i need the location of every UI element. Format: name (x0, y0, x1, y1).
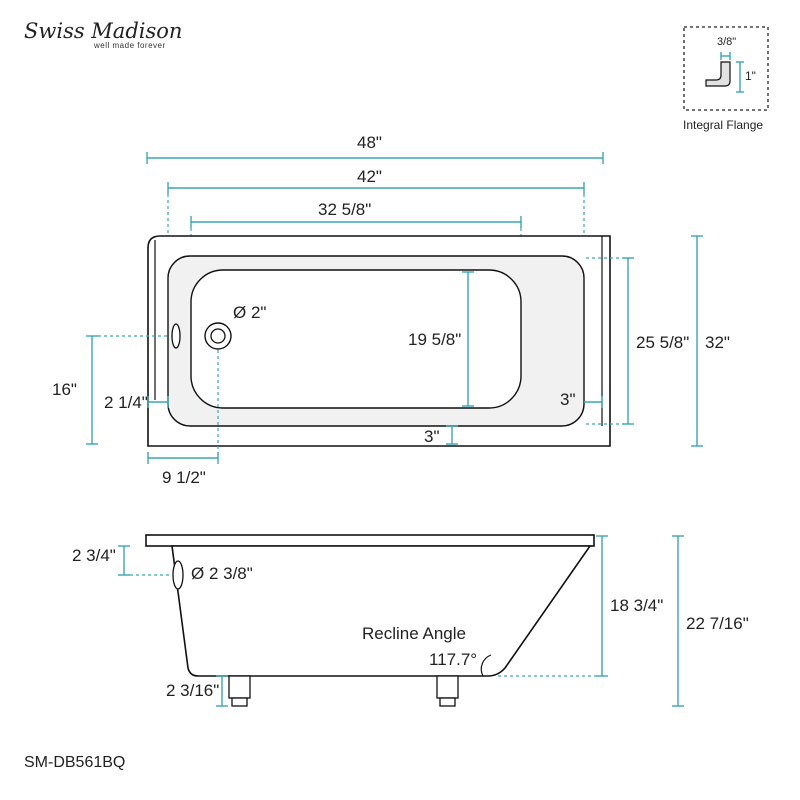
drain-inner-icon (210, 328, 226, 344)
side-body (171, 545, 592, 677)
dim-2-14-label: 2 1/4" (104, 393, 148, 412)
dim-22-label: 22 7/16" (686, 614, 749, 633)
flange-inset-frame (683, 26, 769, 111)
dim-25-label: 25 5/8" (636, 333, 689, 352)
brand-name: Swiss Madison (24, 19, 182, 43)
brand-tagline: well made forever (93, 41, 166, 50)
top-view-depth-dimensions: 19 5/8" 25 5/8" 32" 3" 3" 16" 2 1/4" 9 1… (52, 235, 730, 487)
side-overflow-icon (172, 560, 184, 590)
flange-height-label: 1" (745, 69, 756, 83)
flange-thickness-label: 3/8" (717, 36, 736, 48)
dim-9-label: 9 1/2" (162, 468, 206, 487)
foot-left (228, 675, 251, 699)
foot-left-base (231, 697, 248, 707)
dim-3-right-label: 3" (560, 390, 576, 409)
dim-3-front-label: 3" (424, 427, 440, 446)
top-view-tub: Ø 2" (147, 235, 611, 447)
dim-16-label: 16" (52, 380, 77, 399)
integral-flange-inset: 3/8" 1" Integral Flange (683, 26, 769, 132)
overflow-icon (171, 323, 181, 349)
flange-caption: Integral Flange (683, 118, 763, 132)
dim-48-label: 48" (357, 133, 382, 152)
tub-basin (190, 269, 522, 409)
side-view-dimensions: 2 3/4" Ø 2 3/8" 18 3/4" 22 7/16" Recline… (72, 535, 749, 707)
side-overflow-label: Ø 2 3/8" (191, 564, 253, 583)
dim-32in-label: 32" (705, 333, 730, 352)
dim-18-label: 18 3/4" (610, 596, 663, 615)
recline-angle-arc (480, 654, 492, 677)
dim-foot-label: 2 3/16" (166, 681, 219, 700)
brand-logo: Swiss Madison well made forever (24, 19, 182, 50)
recline-label: Recline Angle (362, 624, 466, 643)
side-rim (145, 534, 595, 547)
drain-diameter-label: Ø 2" (233, 303, 266, 322)
foot-right-base (439, 697, 456, 707)
model-number: SM-DB561BQ (24, 754, 125, 771)
dim-2-34-label: 2 3/4" (72, 546, 116, 565)
side-view-tub (145, 534, 595, 707)
recline-angle-value: 117.7° (429, 650, 477, 669)
flange-profile (705, 61, 731, 87)
foot-right (436, 675, 459, 699)
dim-42-label: 42" (357, 167, 382, 186)
dim-32-label: 32 5/8" (318, 200, 371, 219)
dim-19-label: 19 5/8" (408, 330, 461, 349)
